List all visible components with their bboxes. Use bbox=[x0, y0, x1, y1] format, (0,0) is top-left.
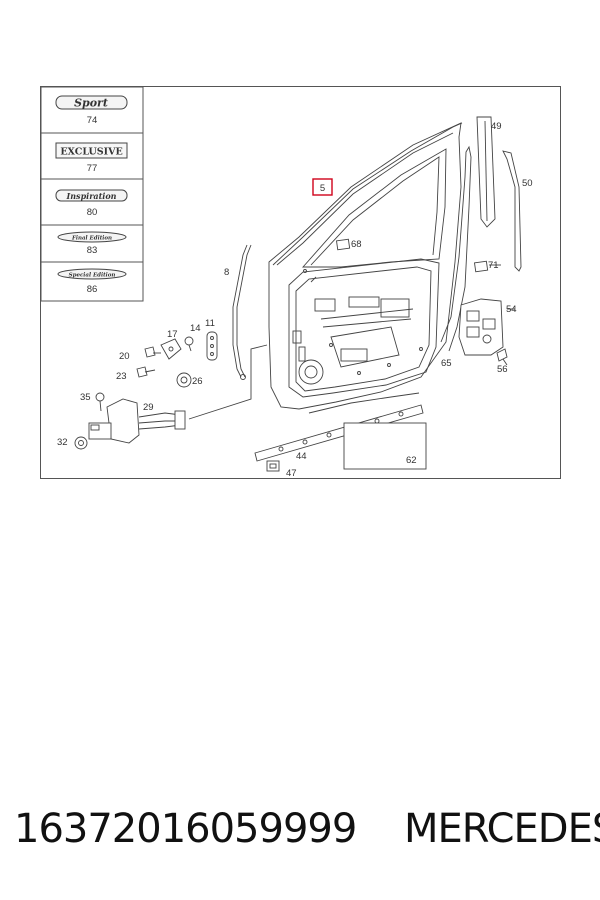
callout-11: 11 bbox=[205, 318, 215, 329]
badge-sport: Sport 74 bbox=[55, 95, 128, 126]
part-number: 16372016059999 bbox=[14, 806, 357, 852]
callout-20: 20 bbox=[119, 351, 130, 362]
nut-26 bbox=[176, 372, 192, 388]
badge-sport-emblem: Sport bbox=[74, 97, 108, 110]
door-assembly bbox=[268, 122, 463, 410]
screw-20 bbox=[144, 346, 161, 358]
nut-32 bbox=[74, 436, 88, 450]
badge-inspiration-number: 80 bbox=[87, 207, 98, 218]
callout-44: 44 bbox=[296, 451, 307, 462]
badge-special-edition: Special Edition 86 bbox=[57, 268, 127, 295]
badge-panel: Sport 74 EXCLUSIVE 77 Inspiration 80 Fin… bbox=[41, 87, 144, 302]
badge-inspiration-emblem: Inspiration bbox=[66, 191, 117, 201]
callout-32: 32 bbox=[57, 437, 68, 448]
callout-47: 47 bbox=[286, 468, 297, 479]
screw-56 bbox=[496, 348, 508, 366]
callout-5: 5 bbox=[320, 183, 325, 194]
callout-23: 23 bbox=[116, 371, 127, 382]
badge-exclusive: EXCLUSIVE 77 bbox=[55, 142, 128, 174]
badge-inspiration: Inspiration 80 bbox=[55, 189, 128, 218]
door-check-strap bbox=[88, 398, 186, 444]
badge-exclusive-emblem: EXCLUSIVE bbox=[60, 147, 122, 158]
badge-exclusive-number: 77 bbox=[87, 163, 98, 174]
cable-guide bbox=[232, 244, 252, 380]
callout-68: 68 bbox=[351, 239, 362, 250]
callout-54: 54 bbox=[506, 304, 517, 315]
door-lock bbox=[458, 298, 515, 356]
callout-8: 8 bbox=[224, 267, 229, 278]
bolt-14 bbox=[184, 336, 194, 352]
callout-62: 62 bbox=[406, 455, 417, 466]
callout-65: 65 bbox=[441, 358, 452, 369]
callout-26: 26 bbox=[192, 376, 203, 387]
badge-sport-number: 74 bbox=[87, 115, 98, 126]
callout-71: 71 bbox=[488, 260, 499, 271]
parts-diagram: Sport 74 EXCLUSIVE 77 Inspiration 80 Fin… bbox=[40, 86, 561, 479]
hinge-plate bbox=[206, 331, 218, 361]
callout-56: 56 bbox=[497, 364, 508, 375]
callout-50: 50 bbox=[522, 178, 533, 189]
door-exploded-view: Sport 74 EXCLUSIVE 77 Inspiration 80 Fin… bbox=[41, 87, 533, 479]
door-seal bbox=[440, 145, 472, 352]
callout-49: 49 bbox=[491, 121, 502, 132]
part-caption: 16372016059999 MERCEDES bbox=[14, 806, 600, 866]
sticker-71 bbox=[473, 260, 489, 273]
screw-23 bbox=[136, 366, 156, 378]
bolt-35 bbox=[95, 392, 105, 412]
callout-5-highlight bbox=[312, 178, 333, 196]
callout-29: 29 bbox=[143, 402, 154, 413]
callout-17: 17 bbox=[167, 329, 178, 340]
brand-name: MERCEDES bbox=[404, 806, 600, 852]
badge-final-edition: Final Edition 83 bbox=[57, 231, 127, 256]
badge-final-edition-emblem: Final Edition bbox=[71, 236, 112, 242]
badge-special-edition-emblem: Special Edition bbox=[69, 273, 116, 279]
callouts: 5 8 11 14 17 20 23 26 29 32 35 44 47 49 … bbox=[57, 121, 533, 479]
badge-final-edition-number: 83 bbox=[87, 245, 98, 256]
badge-special-edition-number: 86 bbox=[87, 284, 98, 295]
callout-35: 35 bbox=[80, 392, 91, 403]
window-channel bbox=[502, 150, 522, 272]
sticker-68 bbox=[335, 238, 351, 251]
callout-14: 14 bbox=[190, 323, 201, 334]
clip-47 bbox=[266, 460, 280, 472]
bracket-17 bbox=[160, 338, 182, 360]
label-plate bbox=[343, 422, 427, 470]
